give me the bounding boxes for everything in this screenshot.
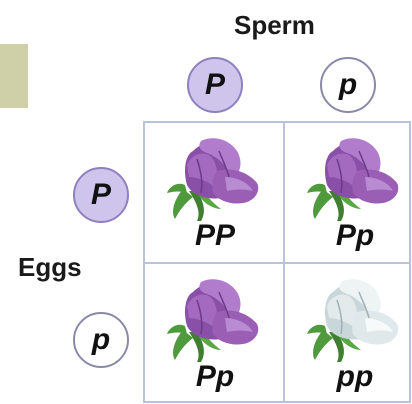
cell-pp-dominant: PP	[145, 123, 285, 263]
sperm-allele-recessive: p	[320, 57, 376, 113]
sperm-label: Sperm	[234, 10, 315, 40]
cell-pp-heterozygous-1: Pp	[285, 123, 412, 263]
purple-flower-icon	[167, 131, 263, 221]
purple-flower-icon	[167, 272, 263, 362]
genotype-label: Pp	[335, 219, 375, 252]
cell-pp-recessive: pp	[285, 264, 412, 404]
egg-allele-recessive: p	[73, 312, 129, 368]
grid-divider-horizontal	[143, 262, 411, 264]
sperm-allele-dominant: P	[187, 57, 243, 113]
side-tab	[0, 44, 28, 108]
egg-allele-dominant: P	[73, 167, 129, 223]
eggs-label: Eggs	[18, 252, 82, 282]
genotype-label: Pp	[195, 360, 235, 393]
purple-flower-icon	[307, 131, 403, 221]
cell-pp-heterozygous-2: Pp	[145, 264, 285, 404]
white-flower-icon	[307, 272, 403, 362]
genotype-label: pp	[336, 360, 374, 393]
genotype-label: PP	[194, 219, 236, 252]
